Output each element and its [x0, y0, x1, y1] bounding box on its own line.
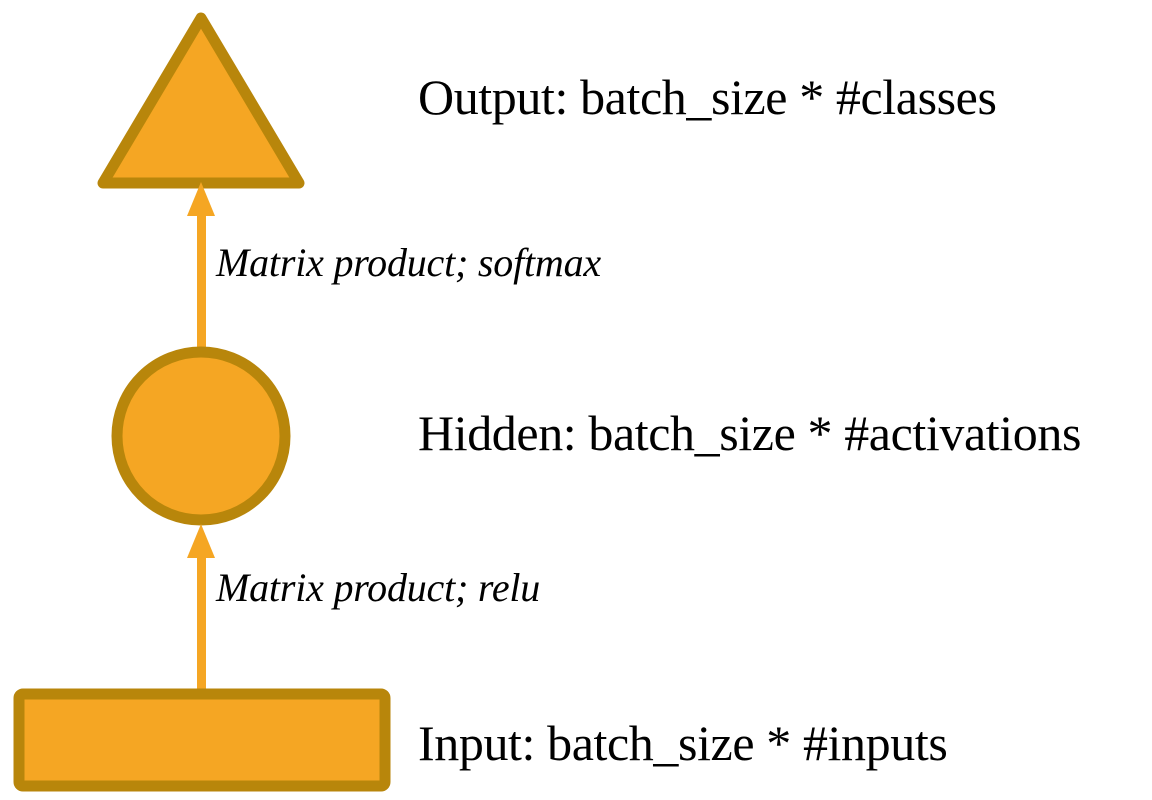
arrow-head-input-to-hidden	[187, 524, 215, 558]
edge-label-hidden-to-output: Matrix product; softmax	[216, 240, 601, 285]
arrow-shaft-hidden-to-output	[197, 196, 206, 356]
output-node-label: Output: batch_size * #classes	[418, 69, 997, 125]
edge-label-input-to-hidden: Matrix product; relu	[216, 565, 541, 610]
arrow-head-hidden-to-output	[187, 182, 215, 216]
input-node-rectangle[interactable]	[13, 688, 391, 792]
arrow-shaft-input-to-hidden	[197, 540, 206, 692]
hidden-node-circle[interactable]	[111, 346, 291, 526]
hidden-node-label: Hidden: batch_size * #activations	[418, 405, 1081, 461]
edge-input-to-hidden-arrow[interactable]	[187, 524, 215, 692]
input-node-label: Input: batch_size * #inputs	[418, 715, 948, 771]
output-node-triangle[interactable]	[97, 12, 305, 189]
edge-hidden-to-output-arrow[interactable]	[187, 182, 215, 356]
